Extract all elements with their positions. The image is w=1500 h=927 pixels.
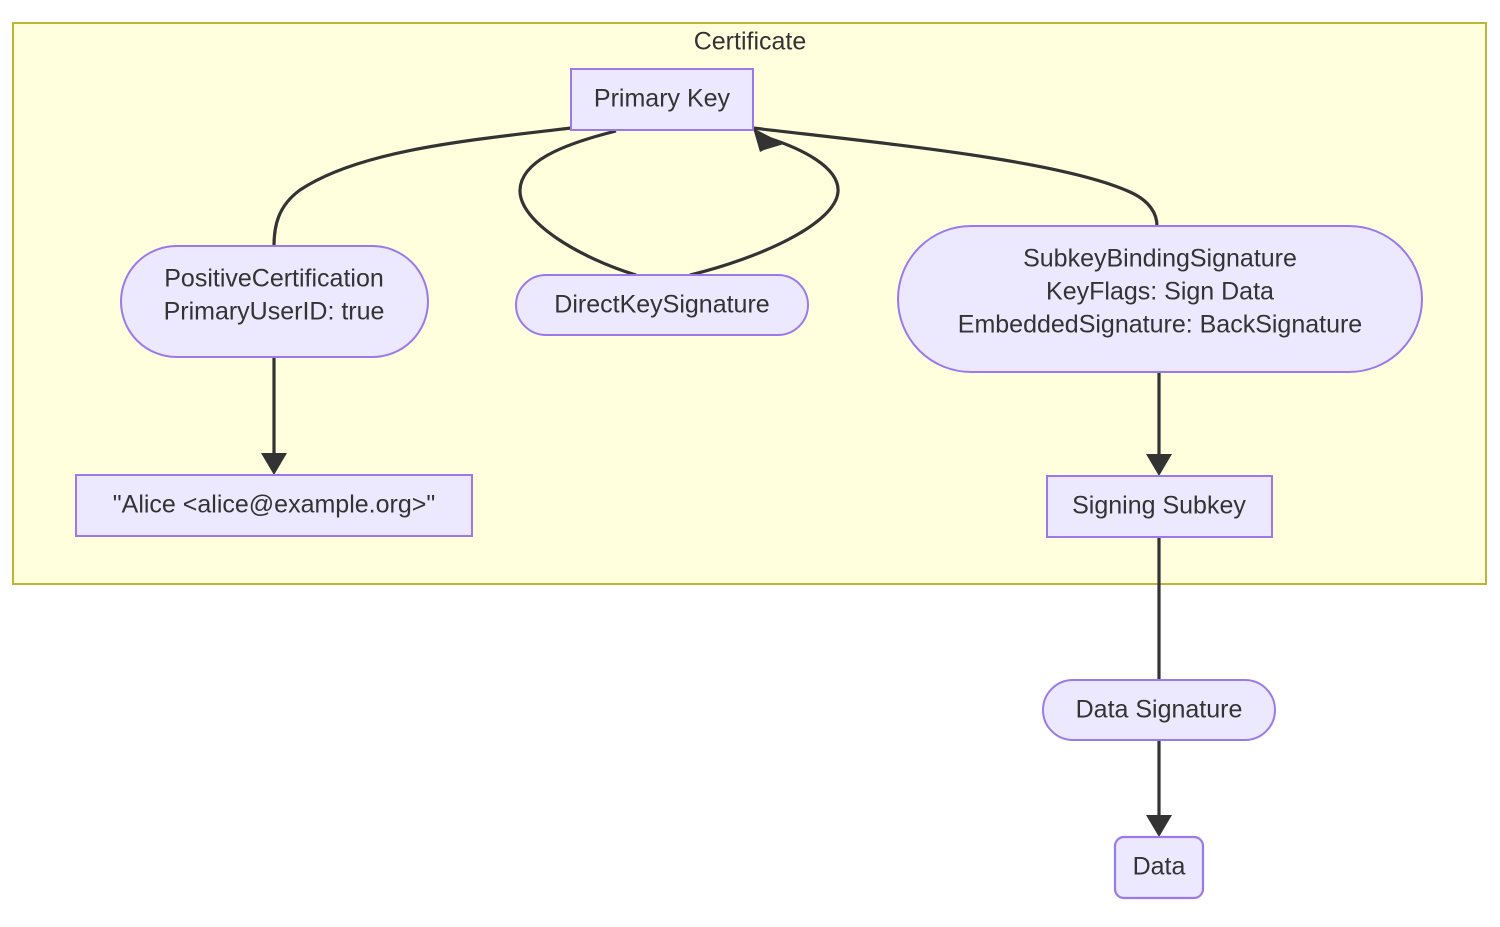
node-data-signature-label: Data Signature xyxy=(1076,696,1243,724)
node-subkey-binding-signature-label-line3: EmbeddedSignature: BackSignature xyxy=(958,311,1362,339)
arrowhead-directkeysignature-primarykey xyxy=(753,128,784,152)
node-signing-subkey-label: Signing Subkey xyxy=(1072,492,1246,520)
edge-primarykey-positivecertification xyxy=(272,126,572,247)
node-primary-key-label: Primary Key xyxy=(594,85,731,113)
edges-layer xyxy=(261,126,1172,837)
node-positive-certification[interactable]: PositiveCertification PrimaryUserID: tru… xyxy=(120,245,429,358)
arrowhead-datasignature-data xyxy=(1146,815,1172,837)
node-direct-key-signature[interactable]: DirectKeySignature xyxy=(515,274,809,336)
edge-directkeysignature-primarykey xyxy=(689,136,840,277)
node-positive-certification-label-line2: PrimaryUserID: true xyxy=(164,298,385,326)
node-data-signature-shape[interactable] xyxy=(1042,679,1276,741)
node-signing-subkey-shape[interactable] xyxy=(1046,475,1273,538)
node-alice-userid[interactable]: "Alice <alice@example.org>" xyxy=(75,474,473,537)
node-data-shape[interactable] xyxy=(1113,835,1205,900)
node-alice-userid-label: "Alice <alice@example.org>" xyxy=(113,491,435,519)
arrowhead-positivecertification-alice xyxy=(261,453,287,475)
node-subkey-binding-signature-label-line2: KeyFlags: Sign Data xyxy=(1046,278,1274,306)
nodes-layer: Primary Key PositiveCertification Primar… xyxy=(75,68,1423,900)
node-signing-subkey[interactable]: Signing Subkey xyxy=(1046,475,1273,538)
cluster-title: Certificate xyxy=(694,28,807,56)
node-primary-key[interactable]: Primary Key xyxy=(570,68,754,131)
node-subkey-binding-signature[interactable]: SubkeyBindingSignature KeyFlags: Sign Da… xyxy=(897,225,1423,373)
arrowhead-subkeybindingsignature-signingsubkey xyxy=(1146,454,1172,476)
node-direct-key-signature-shape[interactable] xyxy=(515,274,809,336)
edge-primarykey-subkeybindingsignature xyxy=(752,126,1159,227)
node-subkey-binding-signature-label-line1: SubkeyBindingSignature xyxy=(1023,245,1297,273)
node-positive-certification-label-line1: PositiveCertification xyxy=(164,265,384,293)
node-primary-key-shape[interactable] xyxy=(570,68,754,131)
node-alice-userid-shape[interactable] xyxy=(75,474,473,537)
node-data[interactable]: Data xyxy=(1113,835,1205,900)
node-subkey-binding-signature-shape[interactable] xyxy=(897,225,1423,373)
node-positive-certification-shape[interactable] xyxy=(120,245,429,358)
node-data-signature[interactable]: Data Signature xyxy=(1042,679,1276,741)
node-data-label: Data xyxy=(1133,853,1186,881)
edge-primarykey-directkeysignature xyxy=(518,129,637,277)
node-direct-key-signature-label: DirectKeySignature xyxy=(554,291,769,319)
